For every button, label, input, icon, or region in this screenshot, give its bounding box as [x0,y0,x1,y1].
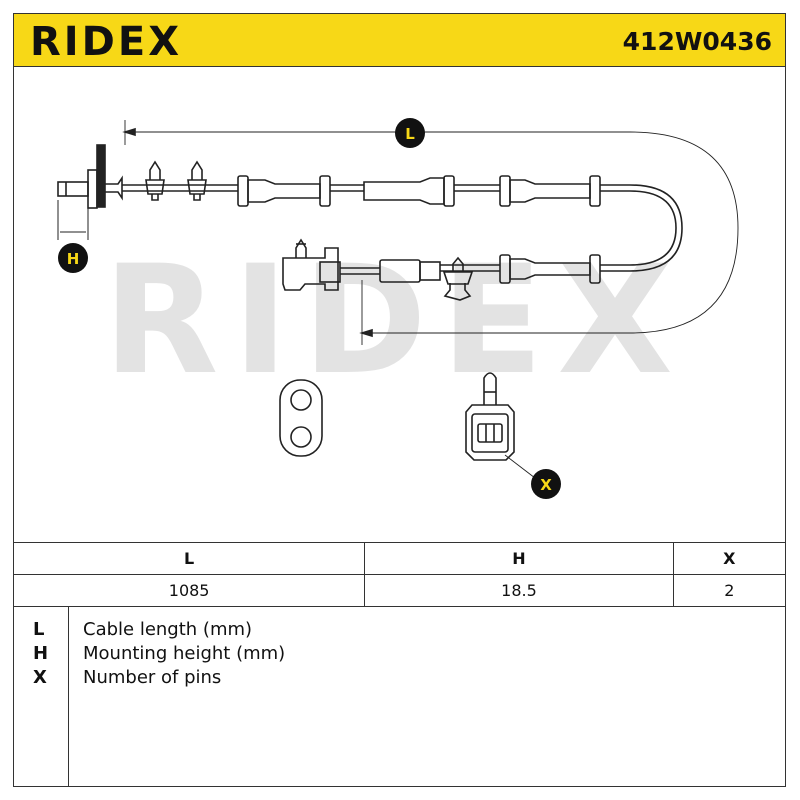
legend-desc: Cable length (mm) [83,619,253,640]
pin-connector-detail [483,372,497,405]
legend-desc: Number of pins [83,667,222,688]
value-cell-h: 18.5 [364,574,674,607]
callout-h-label: H [67,250,80,268]
spec-table-value-row: 1085 18.5 2 [12,574,787,607]
spec-table-header-row: L H X [12,542,787,575]
header-bar [13,13,786,67]
drawing-frame [13,67,786,787]
legend-divider [68,606,69,787]
callout-x-label: X [540,476,552,494]
callout-x: X [531,469,561,499]
cable-assembly [57,120,739,479]
callout-l: L [395,118,425,148]
value-cell-l: 1085 [12,574,366,607]
legend-panel: L Cable length (mm) H Mounting height (m… [13,606,786,787]
sensor-head [57,181,89,197]
header-cell-h: H [364,542,674,575]
legend-key: H [33,643,49,664]
spec-table: L H X 1085 18.5 2 [12,542,787,607]
connector-body [282,247,339,291]
clip-3 [442,256,474,301]
callout-h: H [58,243,88,273]
brand-logo: RIDEX [30,19,183,65]
legend-desc: Mounting height (mm) [83,643,286,664]
grommet-3 [499,175,511,207]
mounting-flange [87,169,98,209]
clip-1 [145,160,165,201]
header-cell-l: L [12,542,366,575]
grommet-4 [509,258,591,280]
legend-key: L [33,619,45,640]
value-cell-x: 2 [672,574,787,607]
grommet-1 [237,175,249,207]
header-cell-x: X [672,542,787,575]
callout-l-label: L [405,125,415,143]
grommet-2 [363,177,445,205]
washer-detail [279,379,323,457]
clip-2 [187,160,207,201]
legend-key: X [33,667,47,688]
part-number: 412W0436 [622,27,772,56]
